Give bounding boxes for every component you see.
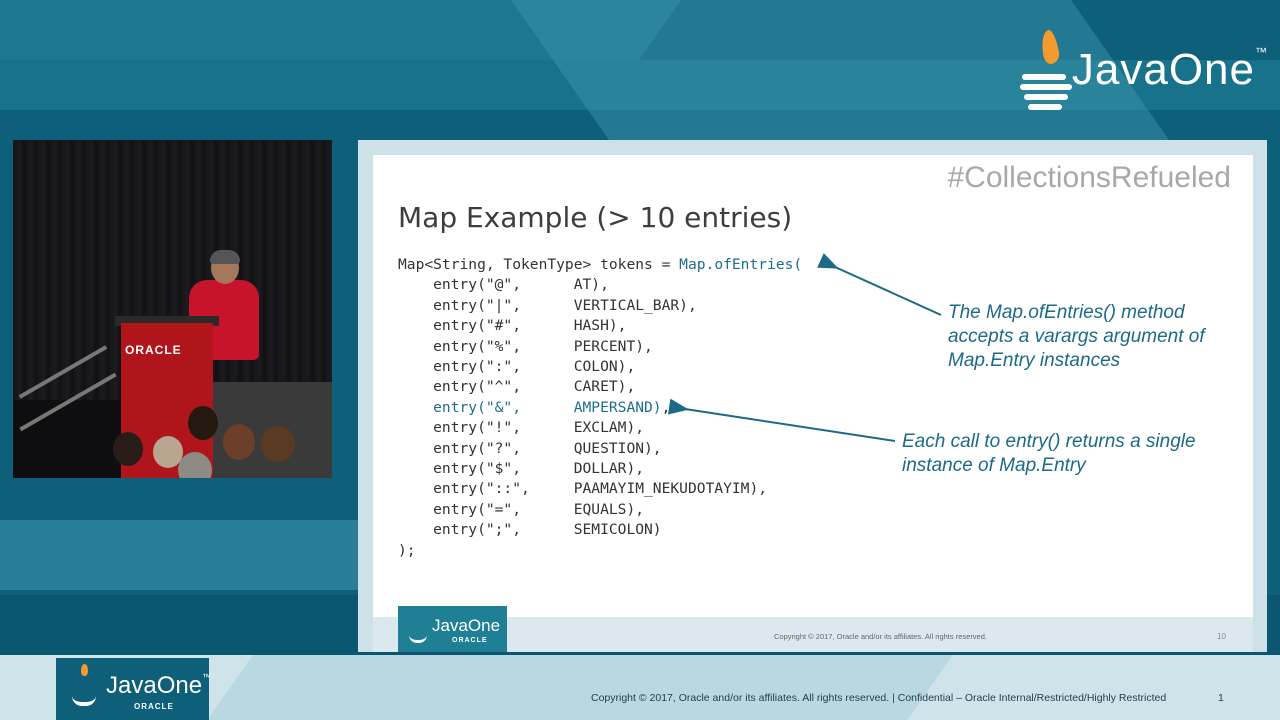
logo-wordmark: JavaOne™ [1071,45,1268,94]
code-line: entry("#", HASH), [433,317,627,335]
flame-icon [81,664,88,676]
podium-oracle-logo: ORACLE [125,343,182,357]
code-line: entry("|", VERTICAL_BAR), [433,296,697,314]
callout-entry: Each call to entry() returns a single in… [902,431,1196,476]
slide: #CollectionsRefueled Map Example (> 10 e… [373,155,1253,617]
cup-bar [1028,104,1062,110]
slide-page-number: 10 [1217,632,1226,641]
speaker-video[interactable]: ORACLE [13,140,332,478]
cup-bar [1024,94,1068,100]
audience-head [113,432,143,466]
callout-arrows [667,253,942,442]
code-line: ); [398,541,416,559]
code-line: entry("?", QUESTION), [433,439,662,457]
code-line: entry("@", AT), [433,276,609,294]
footer-logo-wordmark: JavaOne™ [106,672,212,699]
code-line: entry("!", EXCLAM), [433,419,645,437]
audience-head [153,436,183,468]
code-line: entry("%", PERCENT), [433,337,653,355]
slide-logo-wordmark: JavaOne [432,616,501,635]
arrow-to-entry [667,398,896,442]
code-lines-after: entry("!", EXCLAM), entry("?", QUESTION)… [398,419,767,558]
bg-stripe [0,520,420,590]
footer-page-number: 1 [1218,692,1224,704]
flame-icon [1039,28,1061,66]
cup-bar [1020,84,1072,90]
slide-title: Map Example (> 10 entries) [398,201,793,234]
slide-copyright: Copyright © 2017, Oracle and/or its affi… [774,632,987,641]
podium-top [115,316,219,326]
code-highlight: Map.ofEntries( [679,256,803,273]
code-line-suffix: , [661,398,671,416]
audience-head [188,406,218,440]
audience [93,406,332,478]
code-highlight-line: entry("&", AMPERSAND) [398,398,662,416]
audience-head [178,452,212,478]
code-lines-before: entry("@", AT), entry("|", VERTICAL_BAR)… [398,276,697,395]
audience-head [223,424,255,460]
footer-logo-company: ORACLE [134,702,174,711]
slide-javaone-logo: JavaOne ORACLE [398,606,507,652]
speaker-hair [210,250,240,264]
footer-javaone-logo: JavaOne™ ORACLE [56,658,212,720]
code-line: Map<String, TokenType> tokens = [398,256,680,273]
code-line: entry("::", PAAMAYIM_NEKUDOTAYIM), [433,480,768,498]
slide-footer-band [373,617,1253,652]
callout-ofentries: The Map.ofEntries() method accepts a var… [948,302,1205,371]
slide-logo-company: ORACLE [452,637,488,644]
slide-hashtag: #CollectionsRefueled [947,161,1231,194]
cup-bar [1022,74,1066,80]
arrow-to-ofentries [817,253,942,316]
code-line: entry("^", CARET), [433,378,636,396]
footer-copyright: Copyright © 2017, Oracle and/or its affi… [591,692,1167,704]
code-line: entry("=", EQUALS), [433,500,645,518]
code-line: entry(";", SEMICOLON) [433,521,662,539]
java-cup-icon [409,618,427,643]
bg-stripe [207,655,953,720]
java-cup-icon [72,672,96,706]
code-line: entry(":", COLON), [433,358,636,376]
code-block: Map<String, TokenType> tokens = Map.ofEn… [398,255,802,561]
code-line: entry("$", DOLLAR), [433,460,645,478]
javaone-logo-header: JavaOne™ [1018,28,1268,112]
java-cup-icon [1018,28,1072,110]
audience-head [261,426,295,462]
